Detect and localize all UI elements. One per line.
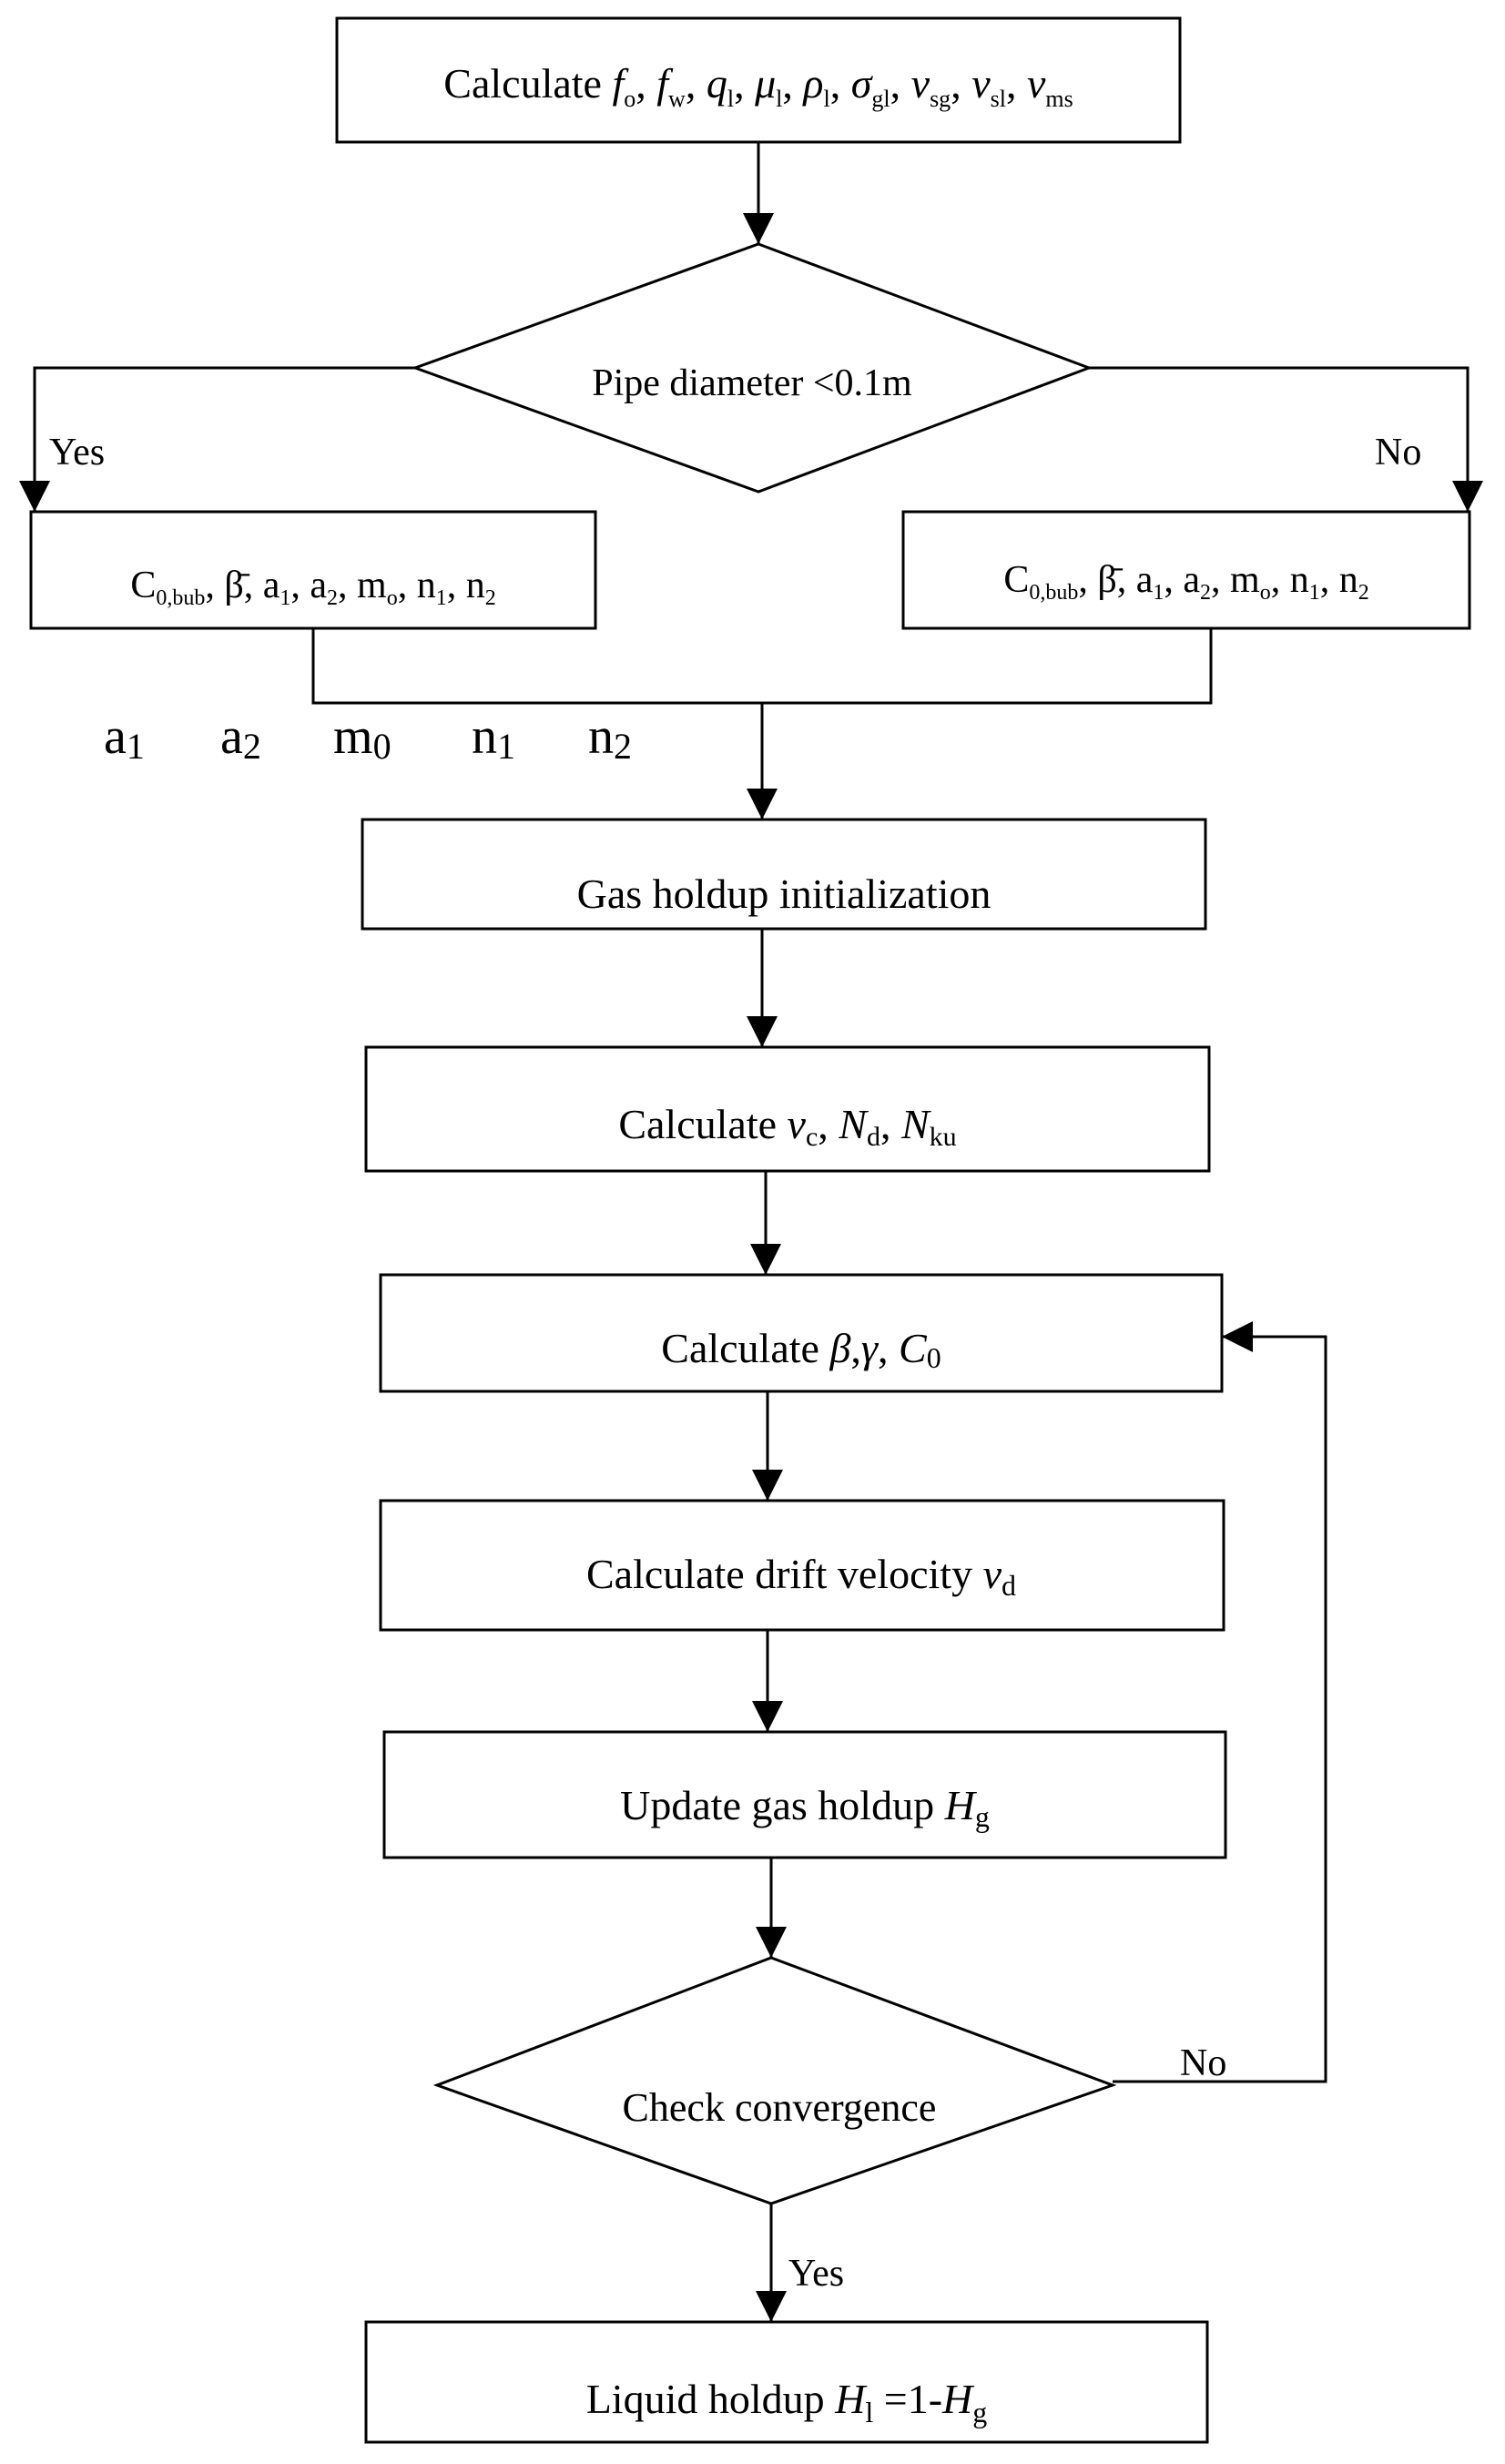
yes-branch-label: Yes [49,432,105,473]
pipe-diameter-decision [411,242,1093,494]
update-gas-box [382,1730,1227,1859]
check-convergence-decision [432,1956,1117,2205]
check-convergence-label: Check convergence [623,2085,937,2130]
convergence-no-label: No [1180,2042,1226,2084]
loop-back-line [1113,1321,1327,2083]
liquid-holdup-label: Liquid holdup Hl =1-Hg [586,2376,988,2428]
merged-param-a2: a2 [220,708,261,767]
convergence-yes-label: Yes [788,2253,844,2295]
calc-vc-label: Calculate vc, Nd, Nku [618,1101,956,1152]
merged-params: a1 a2 m0 n1 n2 [104,708,632,767]
merged-param-a1: a1 [104,708,145,767]
no-branch-line [1089,366,1483,512]
merged-param-n2: n2 [588,708,632,767]
yes-branch-line [19,366,415,512]
merge-line [311,628,1213,705]
pipe-diameter-label: Pipe diameter <0.1m [592,362,912,404]
merged-param-n1: n1 [472,708,515,767]
calc-vc-box [364,1045,1211,1173]
params-small-label: C0,bub, β̄, a1, a2, mo, n1, n2 [130,565,495,610]
calc-drift-label: Calculate drift velocity vd [586,1551,1016,1602]
params-large-label: C0,bub, β̄, a1, a2, mo, n1, n2 [1003,559,1368,605]
no-branch-label: No [1375,432,1421,473]
params-large-box [901,510,1471,630]
liquid-holdup-box [364,2320,1209,2444]
merged-param-m0: m0 [333,708,392,767]
gas-init-label: Gas holdup initialization [577,871,991,917]
calc-inputs-label: Calculate fo, fw, ql, μl, ρl, σgl, vsg, … [443,60,1073,112]
gas-init-box [361,818,1207,931]
calc-drift-box [379,1499,1225,1632]
update-gas-label: Update gas holdup Hg [620,1782,990,1833]
calc-beta-label: Calculate β,γ, C0 [661,1325,941,1374]
